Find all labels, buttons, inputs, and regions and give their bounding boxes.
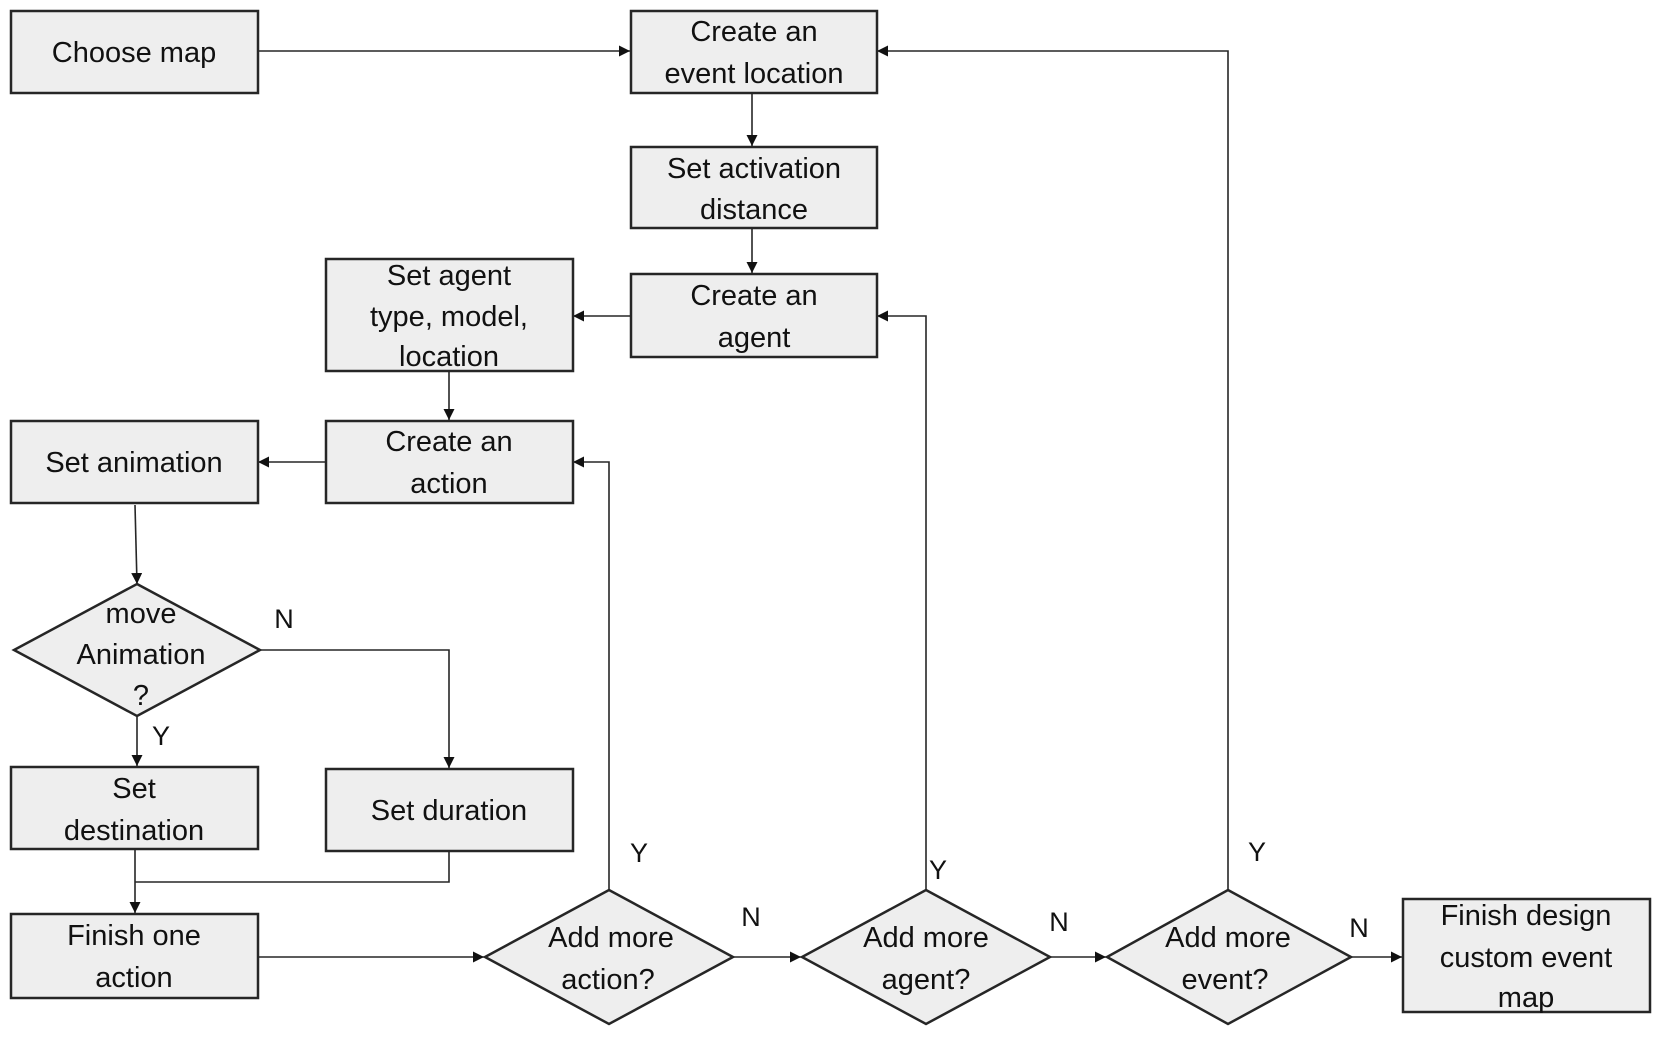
add-more-action-decision: Add more action?: [482, 888, 736, 1026]
set-animation-box: Set animation: [9, 419, 260, 505]
move-animation-yes-label: Y: [152, 721, 170, 751]
create-event-location-label-line-1: Create an: [690, 16, 817, 48]
set-destination-box: Set destination: [9, 765, 260, 851]
finish-design-label-line-1: Finish design: [1441, 900, 1612, 932]
add-more-agent-label-line-1: Add more: [863, 922, 989, 954]
set-activation-distance-label-line-1: Set activation: [667, 153, 841, 185]
set-destination-label-line-2: destination: [64, 815, 204, 847]
create-agent-label-line-2: agent: [718, 322, 791, 354]
set-agent-type-box: Set agent type, model, location: [324, 257, 575, 373]
create-agent-label-line-1: Create an: [690, 280, 817, 312]
set-destination-label-line-1: Set: [112, 773, 156, 805]
create-event-location-box: Create an event location: [629, 9, 879, 95]
create-event-location-label-line-2: event location: [665, 58, 844, 90]
add-agent-yes-label: Y: [929, 855, 947, 885]
move-animation-label-line-1: move: [106, 598, 177, 630]
set-duration-label: Set duration: [371, 795, 527, 827]
create-action-label-line-1: Create an: [385, 426, 512, 458]
add-more-agent-label-line-2: agent?: [882, 964, 971, 996]
connectors: [129, 45, 1402, 963]
move-animation-label-line-3: ?: [133, 680, 149, 712]
arrow-set-duration-merge: [135, 852, 450, 883]
move-animation-label-line-2: Animation: [77, 639, 206, 671]
arrow-move-no-to-set-duration: [260, 649, 455, 768]
add-more-event-label-line-1: Add more: [1165, 922, 1291, 954]
set-agent-type-label-line-3: location: [399, 341, 499, 373]
finish-one-action-label-line-2: action: [95, 962, 172, 994]
add-agent-no-label: N: [1049, 907, 1069, 937]
set-animation-label: Set animation: [45, 447, 222, 479]
arrow-add-event-yes-loop: [877, 45, 1229, 890]
finish-design-label-line-3: map: [1498, 982, 1554, 1014]
set-activation-distance-box: Set activation distance: [629, 145, 879, 230]
set-duration-box: Set duration: [324, 767, 575, 853]
set-agent-type-label-line-2: type, model,: [370, 301, 528, 333]
add-event-no-label: N: [1349, 913, 1369, 943]
create-action-box: Create an action: [324, 419, 575, 505]
add-action-no-label: N: [741, 902, 761, 932]
add-event-yes-label: Y: [1248, 837, 1266, 867]
choose-map-box: Choose map: [9, 9, 260, 95]
move-animation-decision: move Animation ?: [11, 582, 263, 718]
add-more-action-label-line-1: Add more: [548, 922, 674, 954]
add-more-action-label-line-2: action?: [561, 964, 655, 996]
choose-map-label: Choose map: [52, 37, 216, 69]
move-animation-no-label: N: [274, 604, 294, 634]
add-action-yes-label: Y: [630, 838, 648, 868]
arrow-add-action-yes-loop: [573, 456, 610, 890]
arrow-set-animation-to-move-decision: [131, 504, 143, 585]
set-agent-type-label-line-1: Set agent: [387, 260, 511, 292]
add-more-event-decision: Add more event?: [1104, 888, 1354, 1026]
add-more-event-label-line-2: event?: [1181, 964, 1268, 996]
edge-labels: N Y Y N Y N Y N: [152, 604, 1369, 943]
finish-design-box: Finish design custom event map: [1401, 897, 1652, 1014]
arrow-add-agent-yes-loop: [877, 310, 927, 890]
finish-design-label-line-2: custom event: [1440, 942, 1612, 974]
add-more-agent-decision: Add more agent?: [799, 888, 1053, 1026]
create-agent-box: Create an agent: [629, 272, 879, 359]
set-activation-distance-label-line-2: distance: [700, 194, 808, 226]
finish-one-action-label-line-1: Finish one: [67, 920, 201, 952]
create-action-label-line-2: action: [410, 468, 487, 500]
finish-one-action-box: Finish one action: [9, 912, 260, 1000]
